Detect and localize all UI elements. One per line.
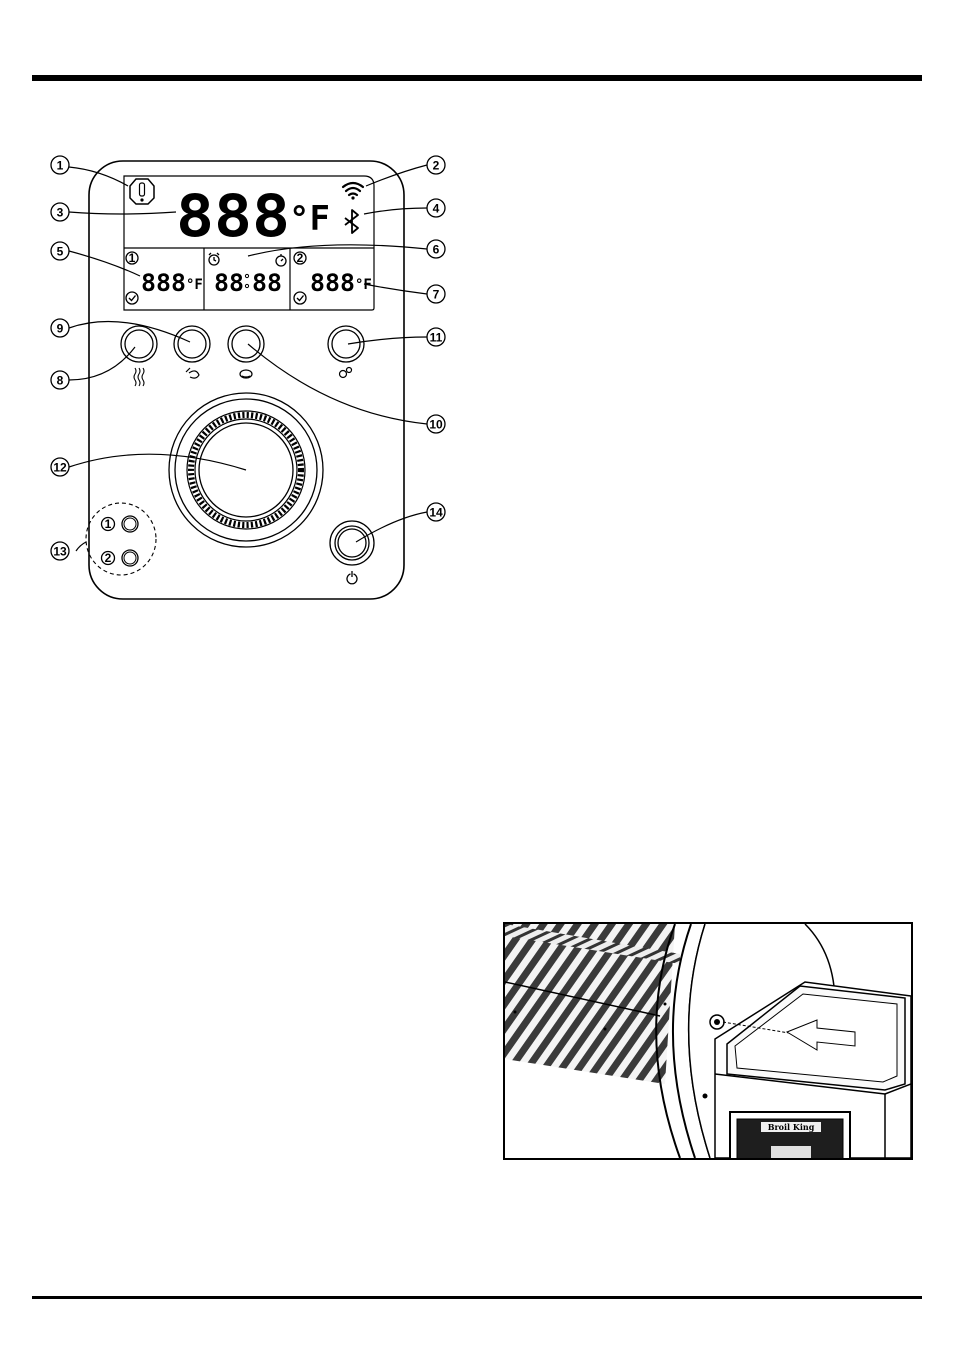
meat-icon bbox=[239, 369, 253, 379]
timer-hours: 88 bbox=[214, 269, 244, 297]
svg-text:9: 9 bbox=[57, 322, 64, 336]
timer-button[interactable] bbox=[173, 325, 211, 363]
probe-2-digits: 888 bbox=[310, 269, 355, 297]
check-icon bbox=[293, 291, 307, 305]
settings-button[interactable] bbox=[327, 325, 365, 363]
svg-text:10: 10 bbox=[429, 418, 443, 432]
callout-3: 3 bbox=[50, 202, 70, 222]
timer-readout: 88 88 bbox=[208, 252, 287, 297]
main-temp-digits: 888 bbox=[176, 182, 290, 250]
callout-11: 11 bbox=[426, 327, 446, 347]
svg-text:6: 6 bbox=[433, 243, 440, 257]
control-panel-diagram: 888 °F 1 888 °F 88 88 bbox=[50, 155, 446, 600]
probe-port-1-number: 1 bbox=[105, 517, 112, 531]
callout-12: 12 bbox=[50, 457, 70, 477]
svg-text:4: 4 bbox=[433, 202, 440, 216]
callout-5: 5 bbox=[50, 241, 70, 261]
callout-10: 10 bbox=[426, 414, 446, 434]
meat-probe-button[interactable] bbox=[227, 325, 265, 363]
alert-icon bbox=[129, 178, 155, 205]
probe-1-readout: 1 888 °F bbox=[125, 251, 203, 305]
probe-port-1[interactable]: 1 bbox=[100, 515, 139, 533]
alarm-clock-icon bbox=[208, 252, 220, 266]
arrow-icon bbox=[785, 1019, 856, 1051]
probe-port-2[interactable]: 2 bbox=[100, 549, 139, 567]
bottom-rule bbox=[32, 1296, 922, 1299]
probe-1-number: 1 bbox=[129, 251, 136, 265]
check-icon bbox=[125, 291, 139, 305]
timer-minutes: 88 bbox=[252, 269, 282, 297]
svg-text:14: 14 bbox=[429, 506, 443, 520]
probe-port-2-number: 2 bbox=[105, 551, 112, 565]
svg-text:11: 11 bbox=[430, 331, 443, 345]
svg-text:3: 3 bbox=[57, 206, 64, 220]
gears-icon bbox=[338, 366, 353, 379]
probe-2-number: 2 bbox=[297, 251, 304, 265]
probe-2-unit: °F bbox=[355, 277, 372, 293]
probe-1-digits: 888 bbox=[141, 269, 186, 297]
stopwatch-icon bbox=[275, 254, 287, 267]
svg-text:2: 2 bbox=[433, 159, 440, 173]
power-button[interactable] bbox=[329, 520, 375, 566]
lcd-display bbox=[123, 175, 375, 311]
probe-ports-area bbox=[85, 502, 157, 576]
callout-13: 13 bbox=[50, 541, 70, 561]
svg-text:1: 1 bbox=[57, 159, 64, 173]
callout-2: 2 bbox=[426, 155, 446, 175]
svg-text:5: 5 bbox=[57, 245, 64, 259]
brand-plate-text: Broil King bbox=[768, 1122, 815, 1132]
leader-lines bbox=[68, 164, 428, 552]
top-rule bbox=[32, 75, 922, 81]
main-temp-unit: °F bbox=[289, 199, 330, 239]
svg-text:8: 8 bbox=[57, 374, 64, 388]
callout-14: 14 bbox=[426, 502, 446, 522]
power-icon bbox=[346, 571, 358, 585]
callout-8: 8 bbox=[50, 370, 70, 390]
heat-icon bbox=[133, 367, 145, 387]
svg-text:7: 7 bbox=[433, 288, 440, 302]
probe-1-unit: °F bbox=[186, 277, 203, 293]
bluetooth-icon bbox=[344, 209, 359, 234]
probe-2-readout: 2 888 °F bbox=[293, 251, 372, 305]
callout-6: 6 bbox=[426, 239, 446, 259]
callout-1: 1 bbox=[50, 155, 70, 175]
callout-9: 9 bbox=[50, 318, 70, 338]
wifi-icon bbox=[341, 181, 365, 200]
svg-text:12: 12 bbox=[53, 461, 67, 475]
callout-7: 7 bbox=[426, 284, 446, 304]
timer-icon bbox=[185, 367, 200, 379]
grill-hopper-photo: Broil King bbox=[503, 922, 913, 1160]
callout-4: 4 bbox=[426, 198, 446, 218]
svg-text:13: 13 bbox=[53, 545, 67, 559]
